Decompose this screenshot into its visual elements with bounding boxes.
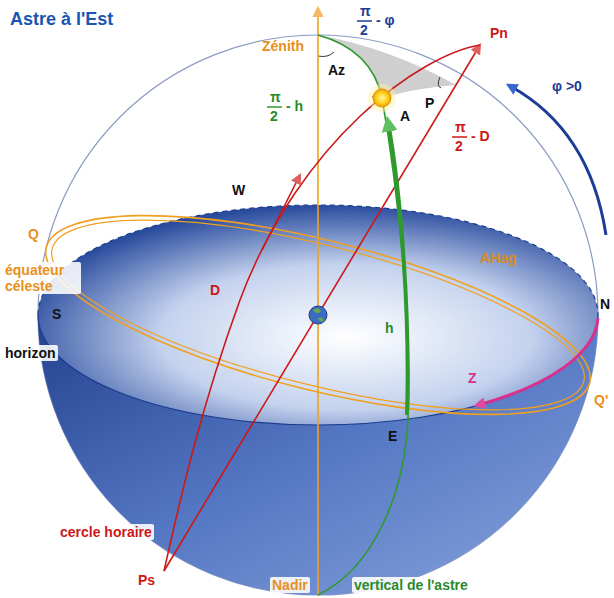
vertex-label: A [400,108,410,124]
equator-label: équateur céleste [3,262,81,294]
equator-point: Q [28,226,39,242]
star-glow [368,84,396,112]
hour-circle-label: cercle horaire [58,524,154,540]
earth-continents [313,308,324,321]
polar-axis [164,45,480,571]
fraction-bar [267,106,282,108]
diagram-title: Astre à l'Est [10,8,113,30]
fraction-denominator: 2 [455,138,463,154]
latitude-label: φ >0 [552,78,582,94]
fraction-numerator: π [270,89,281,105]
angle-term: - φ [376,12,395,28]
star-vertical [318,35,409,595]
pole-label: Ps [138,572,155,588]
cardinal-point: E [388,428,397,444]
pole-angle-arc [438,77,441,88]
azimuth-arc [478,318,598,405]
vertex-label: P [425,95,434,111]
fraction-denominator: 2 [270,108,278,124]
fraction-bar [357,20,372,22]
zenith-nadir-axis [317,8,319,596]
latitude-arc [510,86,606,235]
azimuth-label: Z [468,370,477,386]
horizon-label: horizon [3,345,58,361]
hour-circle [164,45,480,571]
altitude-arc [388,122,408,415]
angle-term: - D [471,128,490,144]
equator-point: Q' [594,392,608,408]
angle-term: - h [286,98,303,114]
cardinal-point: N [600,296,610,312]
earth [309,306,327,324]
cardinal-point: W [232,182,245,198]
hour-angle-label: AHag [480,250,517,266]
declination-label: D [210,282,220,298]
cardinal-point: S [52,306,61,322]
pole-label: Pn [490,25,508,41]
zenith-label: Zénith [262,38,304,54]
altitude-label: h [385,320,394,336]
fraction-numerator: π [360,3,371,19]
fraction-bar [452,136,467,138]
fraction-denominator: 2 [360,22,368,38]
hour-circle-arrow [262,175,300,250]
vertex-label: Az [328,62,345,78]
nadir-label: Nadir [270,577,310,593]
azimuth-angle-arc [318,52,334,57]
fraction-numerator: π [455,119,466,135]
vertical-label: vertical de l'astre [352,577,470,593]
star [373,89,391,107]
